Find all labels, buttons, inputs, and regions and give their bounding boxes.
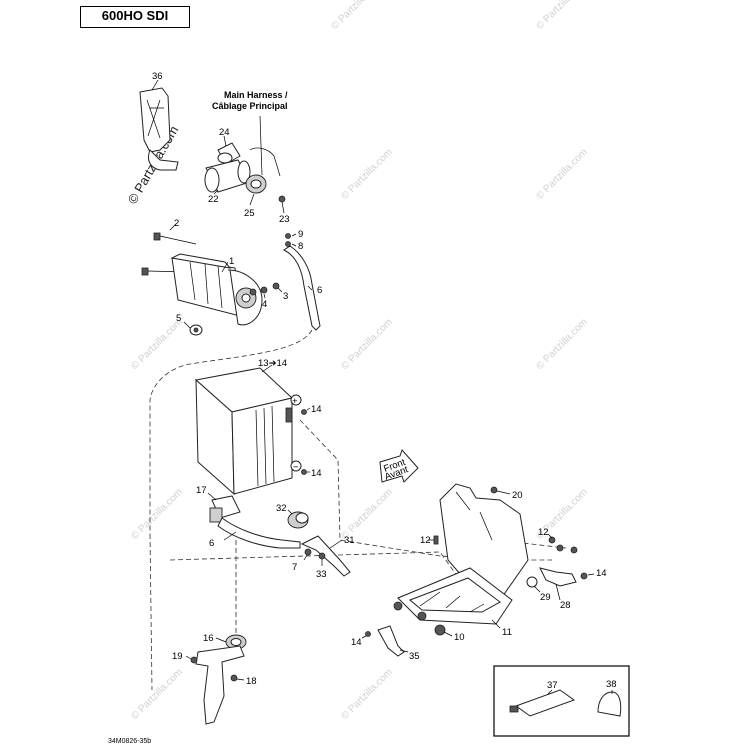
callout-5: 5 [176,313,181,324]
callout-31: 31 [344,535,355,546]
callout-37: 37 [547,680,558,691]
watermark: © Partzilla.com [339,487,394,542]
part-25 [245,174,267,206]
watermark: © Partzilla.com [329,0,384,32]
watermark: © Partzilla.com [339,147,394,202]
callout-14-mid: 14 [311,468,322,479]
watermark: © Partzilla.com [339,317,394,372]
harness-label-line1: Main Harness / [224,90,288,100]
callout-9: 9 [298,229,303,240]
watermark: © Partzilla.com [339,667,394,722]
model-label-box: 600HO SDI [80,6,190,28]
assembly-line [169,551,461,581]
model-label: 600HO SDI [101,8,169,23]
grommets-10 [393,601,453,637]
callout-12-right: 12 [538,527,549,538]
solenoid-22 [204,159,251,195]
callout-33: 33 [316,569,327,580]
callout-24: 24 [219,127,230,138]
callout-29: 29 [540,592,551,603]
battery-13 [194,364,294,496]
inset-box [493,665,630,737]
callout-14-lower: 14 [351,637,362,648]
callout-10: 10 [454,632,465,643]
callout-18: 18 [246,676,257,687]
callout-38: 38 [606,679,617,690]
bracket-28 [526,567,595,601]
mount-bracket-16 [185,634,247,725]
callout-25: 25 [244,208,255,219]
front-arrow-icon: Front Avant [379,449,419,483]
callout-28: 28 [560,600,571,611]
callout-2: 2 [174,218,179,229]
relay-17 [207,492,241,523]
callout-7: 7 [292,562,297,573]
minus-sign: − [293,462,299,473]
callout-12-left: 12 [420,535,431,546]
watermark: © Partzilla.com [534,0,589,32]
callout-22: 22 [208,194,219,205]
callout-20: 20 [512,490,523,501]
bolt-2 [153,223,197,245]
callout-11: 11 [502,627,512,638]
watermark-layer: © Partzilla.com © Partzilla.com © Partzi… [125,0,590,722]
strap-31 [300,535,351,577]
terminal-minus: − [290,460,310,475]
callout-8: 8 [298,241,303,252]
callout-19: 19 [172,651,183,662]
callout-16: 16 [203,633,214,644]
harness-label-line2: Câblage Principal [212,101,288,111]
nut-3 [272,282,283,293]
callout-layer: 36 24 22 25 23 2 1 9 8 3 6 4 5 13➔14 14 … [152,71,617,691]
watermark: © Partzilla.com [129,667,184,722]
callout-14-upper: 14 [311,404,322,415]
assembly-line [149,533,153,691]
clip-35 [361,625,409,657]
cap-32 [287,509,309,529]
callout-13-14: 13➔14 [258,358,287,369]
screw-12-right [547,533,578,554]
harness-pointer [249,115,281,177]
callout-6-lower: 6 [209,538,214,549]
callout-23: 23 [279,214,290,225]
plus-sign: + [292,396,298,407]
bracket-36 [139,79,179,171]
callout-3: 3 [283,291,288,302]
battery-tray-11 [397,567,513,629]
watermark: © Partzilla.com [129,487,184,542]
washer-5 [183,321,203,336]
watermark: © Partzilla.com [534,317,589,372]
callout-1: 1 [229,256,234,267]
screw-12-left [428,535,439,545]
watermark: © Partzilla.com [534,147,589,202]
callout-14-right: 14 [596,568,607,579]
nut-4 [260,286,268,299]
cable-6-lower [217,517,301,549]
callout-6: 6 [317,285,322,296]
drawing-code: 34M0826-35b [108,738,152,745]
nut-33 [318,552,326,566]
watermark: © Partzilla.com [129,317,184,372]
part-24 [217,135,241,165]
cable-6-upper [283,233,321,331]
callout-4: 4 [262,299,267,310]
terminal-plus: + [290,394,311,415]
assembly-line [149,329,313,534]
callout-35: 35 [409,651,420,662]
starter-motor-1 [170,253,263,326]
screw-23 [278,195,286,214]
callout-32: 32 [276,503,287,514]
callout-17: 17 [196,485,207,496]
callout-36: 36 [152,71,163,82]
nut-7 [303,548,312,561]
